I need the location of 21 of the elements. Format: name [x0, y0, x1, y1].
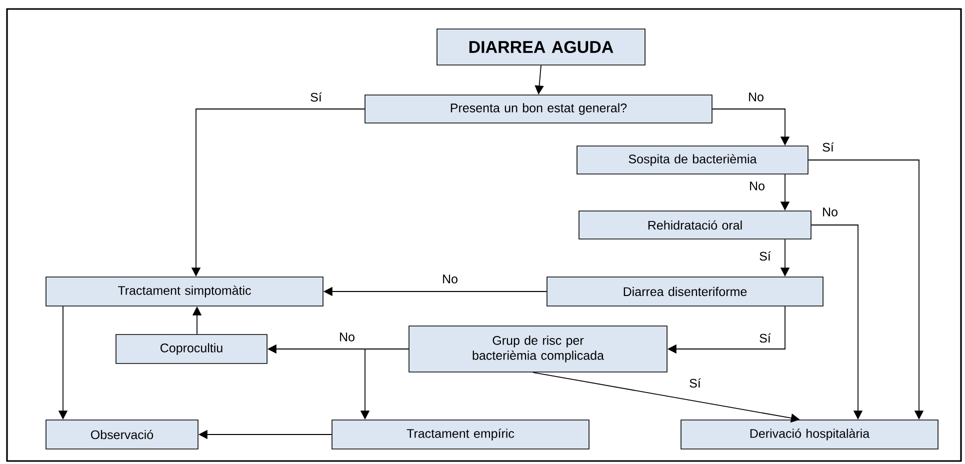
title-box: DIARREA AGUDA — [436, 28, 646, 66]
edge-label: Sí — [821, 141, 835, 153]
edge-label: Sí — [688, 377, 702, 389]
process-box: Rehidratació oral — [578, 210, 812, 240]
edge-label: Sí — [758, 250, 772, 262]
process-box: Observació — [46, 420, 198, 450]
edge-label: Sí — [309, 91, 323, 103]
edge-label: No — [747, 92, 765, 102]
process-box: Diarrea disenteriforme — [546, 276, 824, 306]
process-box: Derivació hospitalària — [680, 420, 938, 450]
edge-label: Sí — [758, 332, 772, 344]
edge-label: No — [821, 206, 839, 218]
edge-label: No — [748, 180, 766, 192]
process-box: Grup de risc per bacterièmia complicada — [408, 326, 668, 372]
process-box: Presenta un bon estat general? — [364, 94, 712, 124]
process-box: Tractament empíric — [332, 420, 590, 450]
edge-label: No — [441, 274, 459, 284]
edge-label: No — [338, 332, 356, 342]
process-box: Coprocultiu — [116, 334, 268, 364]
process-box: Tractament simptomàtic — [46, 276, 324, 306]
process-box: Sospita de bacterièmia — [576, 146, 808, 174]
